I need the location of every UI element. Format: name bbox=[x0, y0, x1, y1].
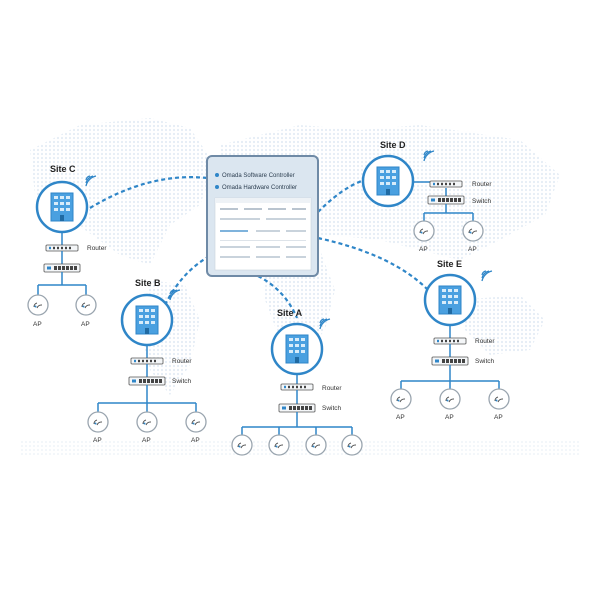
link-site-d bbox=[317, 176, 376, 213]
site-d-ap-icon bbox=[462, 220, 484, 242]
site-d-building-icon bbox=[361, 154, 415, 208]
site-e: Site E Router Switch AP AP AP bbox=[390, 259, 510, 421]
site-d-ap-icon bbox=[413, 220, 435, 242]
site-a-title: Site A bbox=[277, 308, 303, 318]
site-d-title: Site D bbox=[380, 140, 406, 150]
site-e-title: Site E bbox=[437, 259, 462, 269]
site-e-switch-icon bbox=[431, 356, 469, 366]
site-b-ap-label: AP bbox=[191, 437, 200, 444]
site-c-ap-icon bbox=[27, 294, 49, 316]
site-b-building-icon bbox=[120, 293, 174, 347]
site-e-router-icon bbox=[433, 337, 467, 345]
site-a-router-icon bbox=[280, 383, 314, 391]
site-b-ap-icon bbox=[185, 411, 207, 433]
link-site-c bbox=[89, 176, 208, 209]
site-b-ap-icon bbox=[136, 411, 158, 433]
site-a-switch-label: Switch bbox=[322, 405, 342, 412]
site-b-switch-label: Switch bbox=[172, 378, 192, 385]
site-e-ap-icon bbox=[488, 388, 510, 410]
link-site-a bbox=[257, 275, 299, 319]
site-c-ap-icon bbox=[75, 294, 97, 316]
controller-panel: Omada Software Controller Omada Hardware… bbox=[206, 155, 319, 277]
site-c-router-label: Router bbox=[87, 245, 107, 252]
site-d-ap-label: AP bbox=[468, 246, 477, 253]
site-a-router-label: Router bbox=[322, 385, 342, 392]
site-b-router-label: Router bbox=[172, 358, 192, 365]
site-e-router-label: Router bbox=[475, 338, 495, 345]
site-d-router-icon bbox=[429, 180, 463, 188]
site-a-ap-icon bbox=[305, 434, 327, 456]
site-b-ap-icon bbox=[87, 411, 109, 433]
site-e-ap-label: AP bbox=[396, 414, 405, 421]
controller-dashboard-screenshot bbox=[214, 197, 312, 271]
site-a-switch-icon bbox=[278, 403, 316, 413]
site-b-ap-label: AP bbox=[142, 437, 151, 444]
site-b-ap-label: AP bbox=[93, 437, 102, 444]
site-c-building-icon bbox=[35, 180, 89, 234]
controller-item-hardware: Omada Hardware Controller bbox=[222, 185, 297, 191]
site-e-ap-label: AP bbox=[494, 414, 503, 421]
site-a-ap-icon bbox=[231, 434, 253, 456]
site-b-title: Site B bbox=[135, 278, 161, 288]
site-d-router-label: Router bbox=[472, 181, 492, 188]
site-d: Site D Router Switch AP AP bbox=[361, 140, 492, 253]
site-a: Site A Router Switch bbox=[231, 308, 363, 456]
site-b-router-icon bbox=[130, 357, 164, 365]
site-e-ap-label: AP bbox=[445, 414, 454, 421]
controller-item-software: Omada Software Controller bbox=[222, 173, 295, 179]
site-a-ap-icon bbox=[268, 434, 290, 456]
site-d-ap-label: AP bbox=[419, 246, 428, 253]
site-a-ap-icon bbox=[341, 434, 363, 456]
site-c-switch-icon bbox=[43, 263, 81, 273]
site-a-building-icon bbox=[270, 322, 324, 376]
site-e-wifi-icon bbox=[481, 270, 493, 282]
site-d-switch-label: Switch bbox=[472, 198, 492, 205]
site-c-router-icon bbox=[45, 244, 79, 252]
site-b: Site B Router Switch AP AP AP bbox=[87, 278, 207, 444]
site-e-ap-icon bbox=[390, 388, 412, 410]
link-site-e bbox=[317, 236, 431, 293]
site-e-switch-label: Switch bbox=[475, 358, 495, 365]
site-e-building-icon bbox=[423, 273, 477, 327]
site-e-ap-icon bbox=[439, 388, 461, 410]
site-c: Site C Router AP AP bbox=[27, 164, 107, 328]
site-c-ap-label: AP bbox=[81, 321, 90, 328]
site-d-switch-icon bbox=[427, 195, 465, 205]
site-c-ap-label: AP bbox=[33, 321, 42, 328]
site-b-switch-icon bbox=[128, 376, 166, 386]
site-c-title: Site C bbox=[50, 164, 76, 174]
